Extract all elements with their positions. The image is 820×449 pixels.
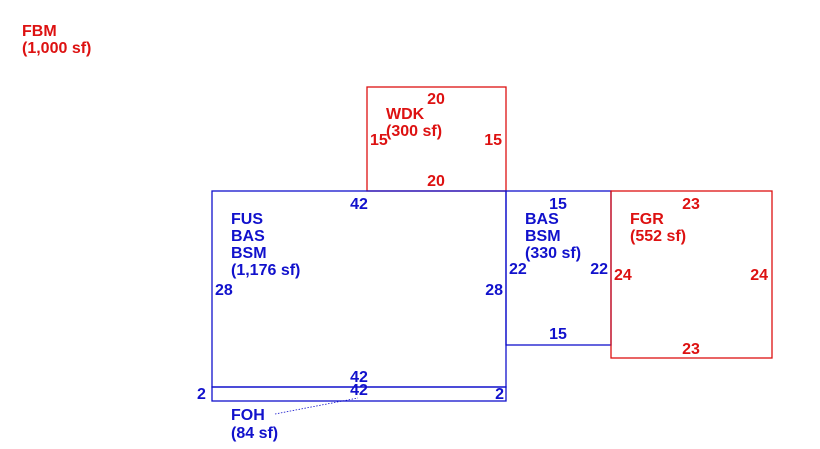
bas-code: BAS [525,211,559,228]
fus-dim-top: 42 [350,196,368,213]
foh-outline [211,386,507,402]
foh-code: FOH [231,407,265,424]
fgr-dim-right: 24 [750,267,768,284]
fgr-area: (552 sf) [630,228,686,245]
foh-leader-line [274,397,359,415]
wdk-dim-right: 15 [484,132,502,149]
bas-dim-top: 15 [549,196,567,213]
fus-area: (1,176 sf) [231,262,300,279]
wdk-dim-top: 20 [427,91,445,108]
foh-area: (84 sf) [231,425,278,442]
fus-code-2: BAS [231,228,265,245]
fgr-dim-top: 23 [682,196,700,213]
wdk-dim-left: 15 [370,132,388,149]
wdk-area: (300 sf) [386,123,442,140]
foh-dim-top: 42 [350,382,368,399]
foh-dim-right: 2 [495,386,504,403]
fbm-area: (1,000 sf) [22,40,91,57]
fus-dim-right: 28 [485,282,503,299]
bas-dim-right: 22 [590,261,608,278]
fgr-code: FGR [630,211,664,228]
bas-code-2: BSM [525,228,561,245]
wdk-dim-bottom: 20 [427,173,445,190]
wdk-code: WDK [386,106,425,123]
foh-dim-left: 2 [197,386,206,403]
fus-code-3: BSM [231,245,267,262]
fus-dim-bottom: 42 [350,369,368,386]
fgr-dim-bottom: 23 [682,341,700,358]
bas-dim-left: 22 [509,261,527,278]
bas-area: (330 sf) [525,245,581,262]
fus-dim-left: 28 [215,282,233,299]
fgr-dim-left: 24 [614,267,632,284]
fbm-code: FBM [22,23,57,40]
bas-dim-bottom: 15 [549,326,567,343]
fus-code: FUS [231,211,263,228]
fgr-outline [610,190,773,359]
